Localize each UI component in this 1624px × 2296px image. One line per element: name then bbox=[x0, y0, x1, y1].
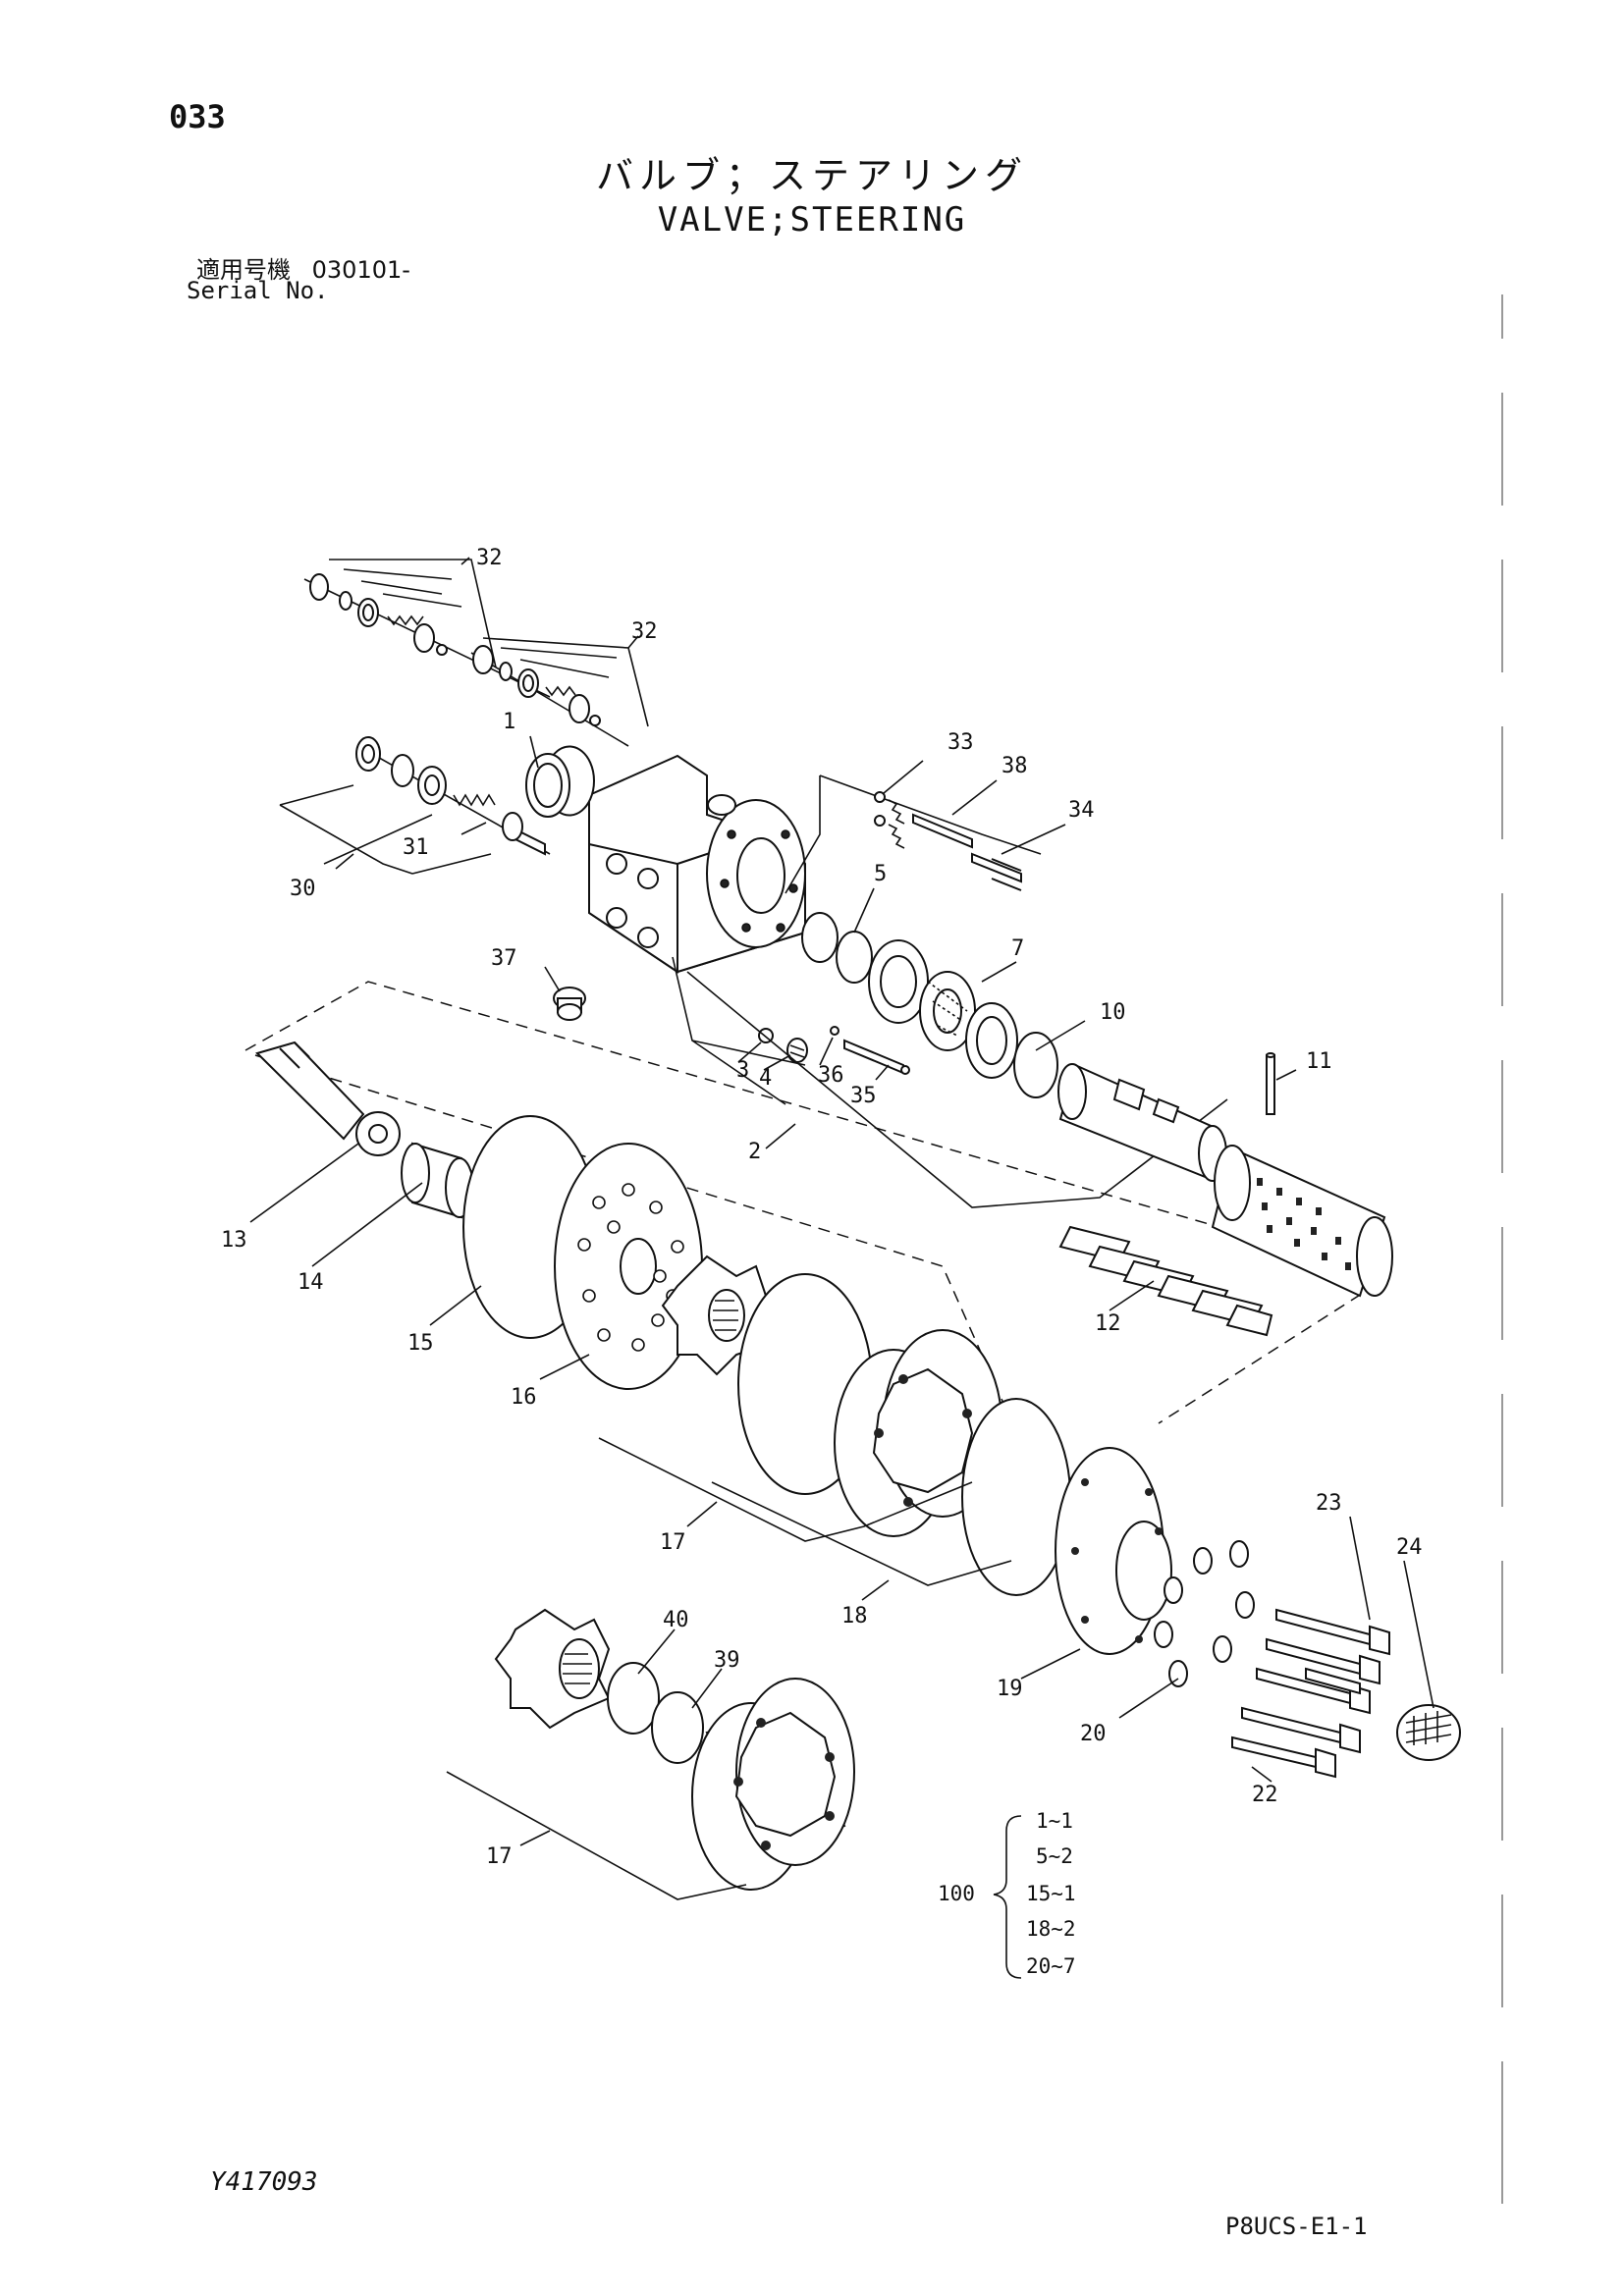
serial-label-japanese: 適用号機 bbox=[196, 256, 291, 284]
kit-item-1: 1~1 bbox=[1036, 1809, 1073, 1833]
group-line-17-upper bbox=[598, 1437, 973, 1542]
o-ring-39 bbox=[651, 1691, 704, 1764]
callout-32-upper: 32 bbox=[476, 546, 503, 570]
gerotor-star-upper bbox=[661, 1255, 768, 1376]
callout-1: 1 bbox=[503, 710, 515, 734]
spool-sleeve bbox=[686, 971, 1393, 1298]
callout-20: 20 bbox=[1080, 1722, 1107, 1746]
relief-valve-stack-upper bbox=[303, 559, 551, 698]
sheet-code: P8UCS-E1-1 bbox=[1225, 2213, 1368, 2240]
callout-17-upper: 17 bbox=[660, 1530, 686, 1555]
callout-30: 30 bbox=[290, 877, 316, 901]
callout-11: 11 bbox=[1306, 1049, 1332, 1074]
document-code: Y417093 bbox=[210, 2167, 318, 2197]
callout-31: 31 bbox=[403, 835, 429, 860]
name-plate bbox=[1396, 1704, 1461, 1761]
gerotor-ring-lower bbox=[691, 1678, 855, 1891]
pins-assembly bbox=[785, 774, 1042, 894]
callout-22: 22 bbox=[1252, 1783, 1278, 1807]
callout-7: 7 bbox=[1011, 936, 1024, 961]
callout-23: 23 bbox=[1316, 1491, 1342, 1516]
title-english: VALVE;STEERING bbox=[657, 200, 967, 240]
callout-38: 38 bbox=[1001, 754, 1028, 778]
seal-kit-list: 100 1~1 5~2 15~1 18~2 20~7 bbox=[938, 1809, 1076, 1979]
callout-17-lower: 17 bbox=[486, 1844, 513, 1869]
group-line-17-lower bbox=[446, 1771, 747, 1900]
callout-16: 16 bbox=[511, 1385, 537, 1410]
callout-36: 36 bbox=[818, 1063, 844, 1088]
callout-14: 14 bbox=[298, 1270, 324, 1295]
callout-34: 34 bbox=[1068, 798, 1095, 823]
kit-item-4: 18~2 bbox=[1026, 1917, 1076, 1941]
kit-item-5: 20~7 bbox=[1026, 1954, 1076, 1978]
callout-15: 15 bbox=[407, 1331, 434, 1356]
page-number: 033 bbox=[169, 98, 226, 135]
title-japanese: バルブ；ステアリング bbox=[595, 154, 1028, 197]
callout-13: 13 bbox=[221, 1228, 247, 1253]
callout-40: 40 bbox=[663, 1608, 689, 1632]
spacer bbox=[401, 1142, 474, 1219]
group-line-18 bbox=[711, 1481, 1012, 1586]
plug-37 bbox=[553, 987, 586, 1021]
drive-shaft bbox=[255, 1041, 401, 1156]
o-ring-40 bbox=[607, 1662, 660, 1735]
callout-12: 12 bbox=[1095, 1311, 1121, 1336]
callout-18: 18 bbox=[841, 1604, 868, 1629]
callout-35: 35 bbox=[850, 1084, 877, 1108]
callout-32-lower: 32 bbox=[631, 619, 658, 644]
callout-5: 5 bbox=[874, 862, 887, 886]
check-valve-stack bbox=[279, 736, 551, 875]
callout-24: 24 bbox=[1396, 1535, 1423, 1560]
callout-4: 4 bbox=[759, 1066, 772, 1091]
gerotor-star-lower bbox=[494, 1608, 611, 1730]
kit-number: 100 bbox=[938, 1882, 975, 1905]
callout-39: 39 bbox=[714, 1648, 740, 1673]
serial-value: 030101- bbox=[311, 256, 410, 284]
leader-lines bbox=[249, 557, 1435, 1846]
serial-label-english: Serial No. bbox=[187, 277, 329, 304]
kit-item-2: 5~2 bbox=[1036, 1844, 1073, 1868]
dashed-envelope-upper bbox=[244, 981, 1391, 1424]
callout-33: 33 bbox=[947, 730, 974, 755]
callout-3: 3 bbox=[736, 1058, 749, 1083]
seal-rings bbox=[801, 912, 1058, 1098]
kit-item-3: 15~1 bbox=[1026, 1882, 1076, 1905]
distributor-plate bbox=[554, 1143, 703, 1390]
end-cover bbox=[1055, 1447, 1172, 1655]
margin-tick-marks bbox=[1501, 294, 1503, 2204]
o-ring-18-lower bbox=[961, 1398, 1071, 1596]
washers bbox=[1154, 1540, 1255, 1687]
serial-line-japanese: 適用号機 030101- bbox=[196, 250, 410, 285]
callout-2: 2 bbox=[748, 1140, 761, 1164]
kit-brace bbox=[993, 1815, 1022, 1979]
valve-housing bbox=[525, 745, 806, 974]
callout-37: 37 bbox=[491, 946, 517, 971]
bolts bbox=[1231, 1608, 1390, 1779]
centering-springs bbox=[1058, 1225, 1273, 1337]
callout-numbers: 32 32 1 33 38 34 31 30 5 7 37 10 11 3 4 … bbox=[221, 546, 1423, 1869]
callout-10: 10 bbox=[1100, 1000, 1126, 1025]
callout-19: 19 bbox=[997, 1677, 1023, 1701]
relief-valve-stack-middle bbox=[470, 637, 649, 747]
